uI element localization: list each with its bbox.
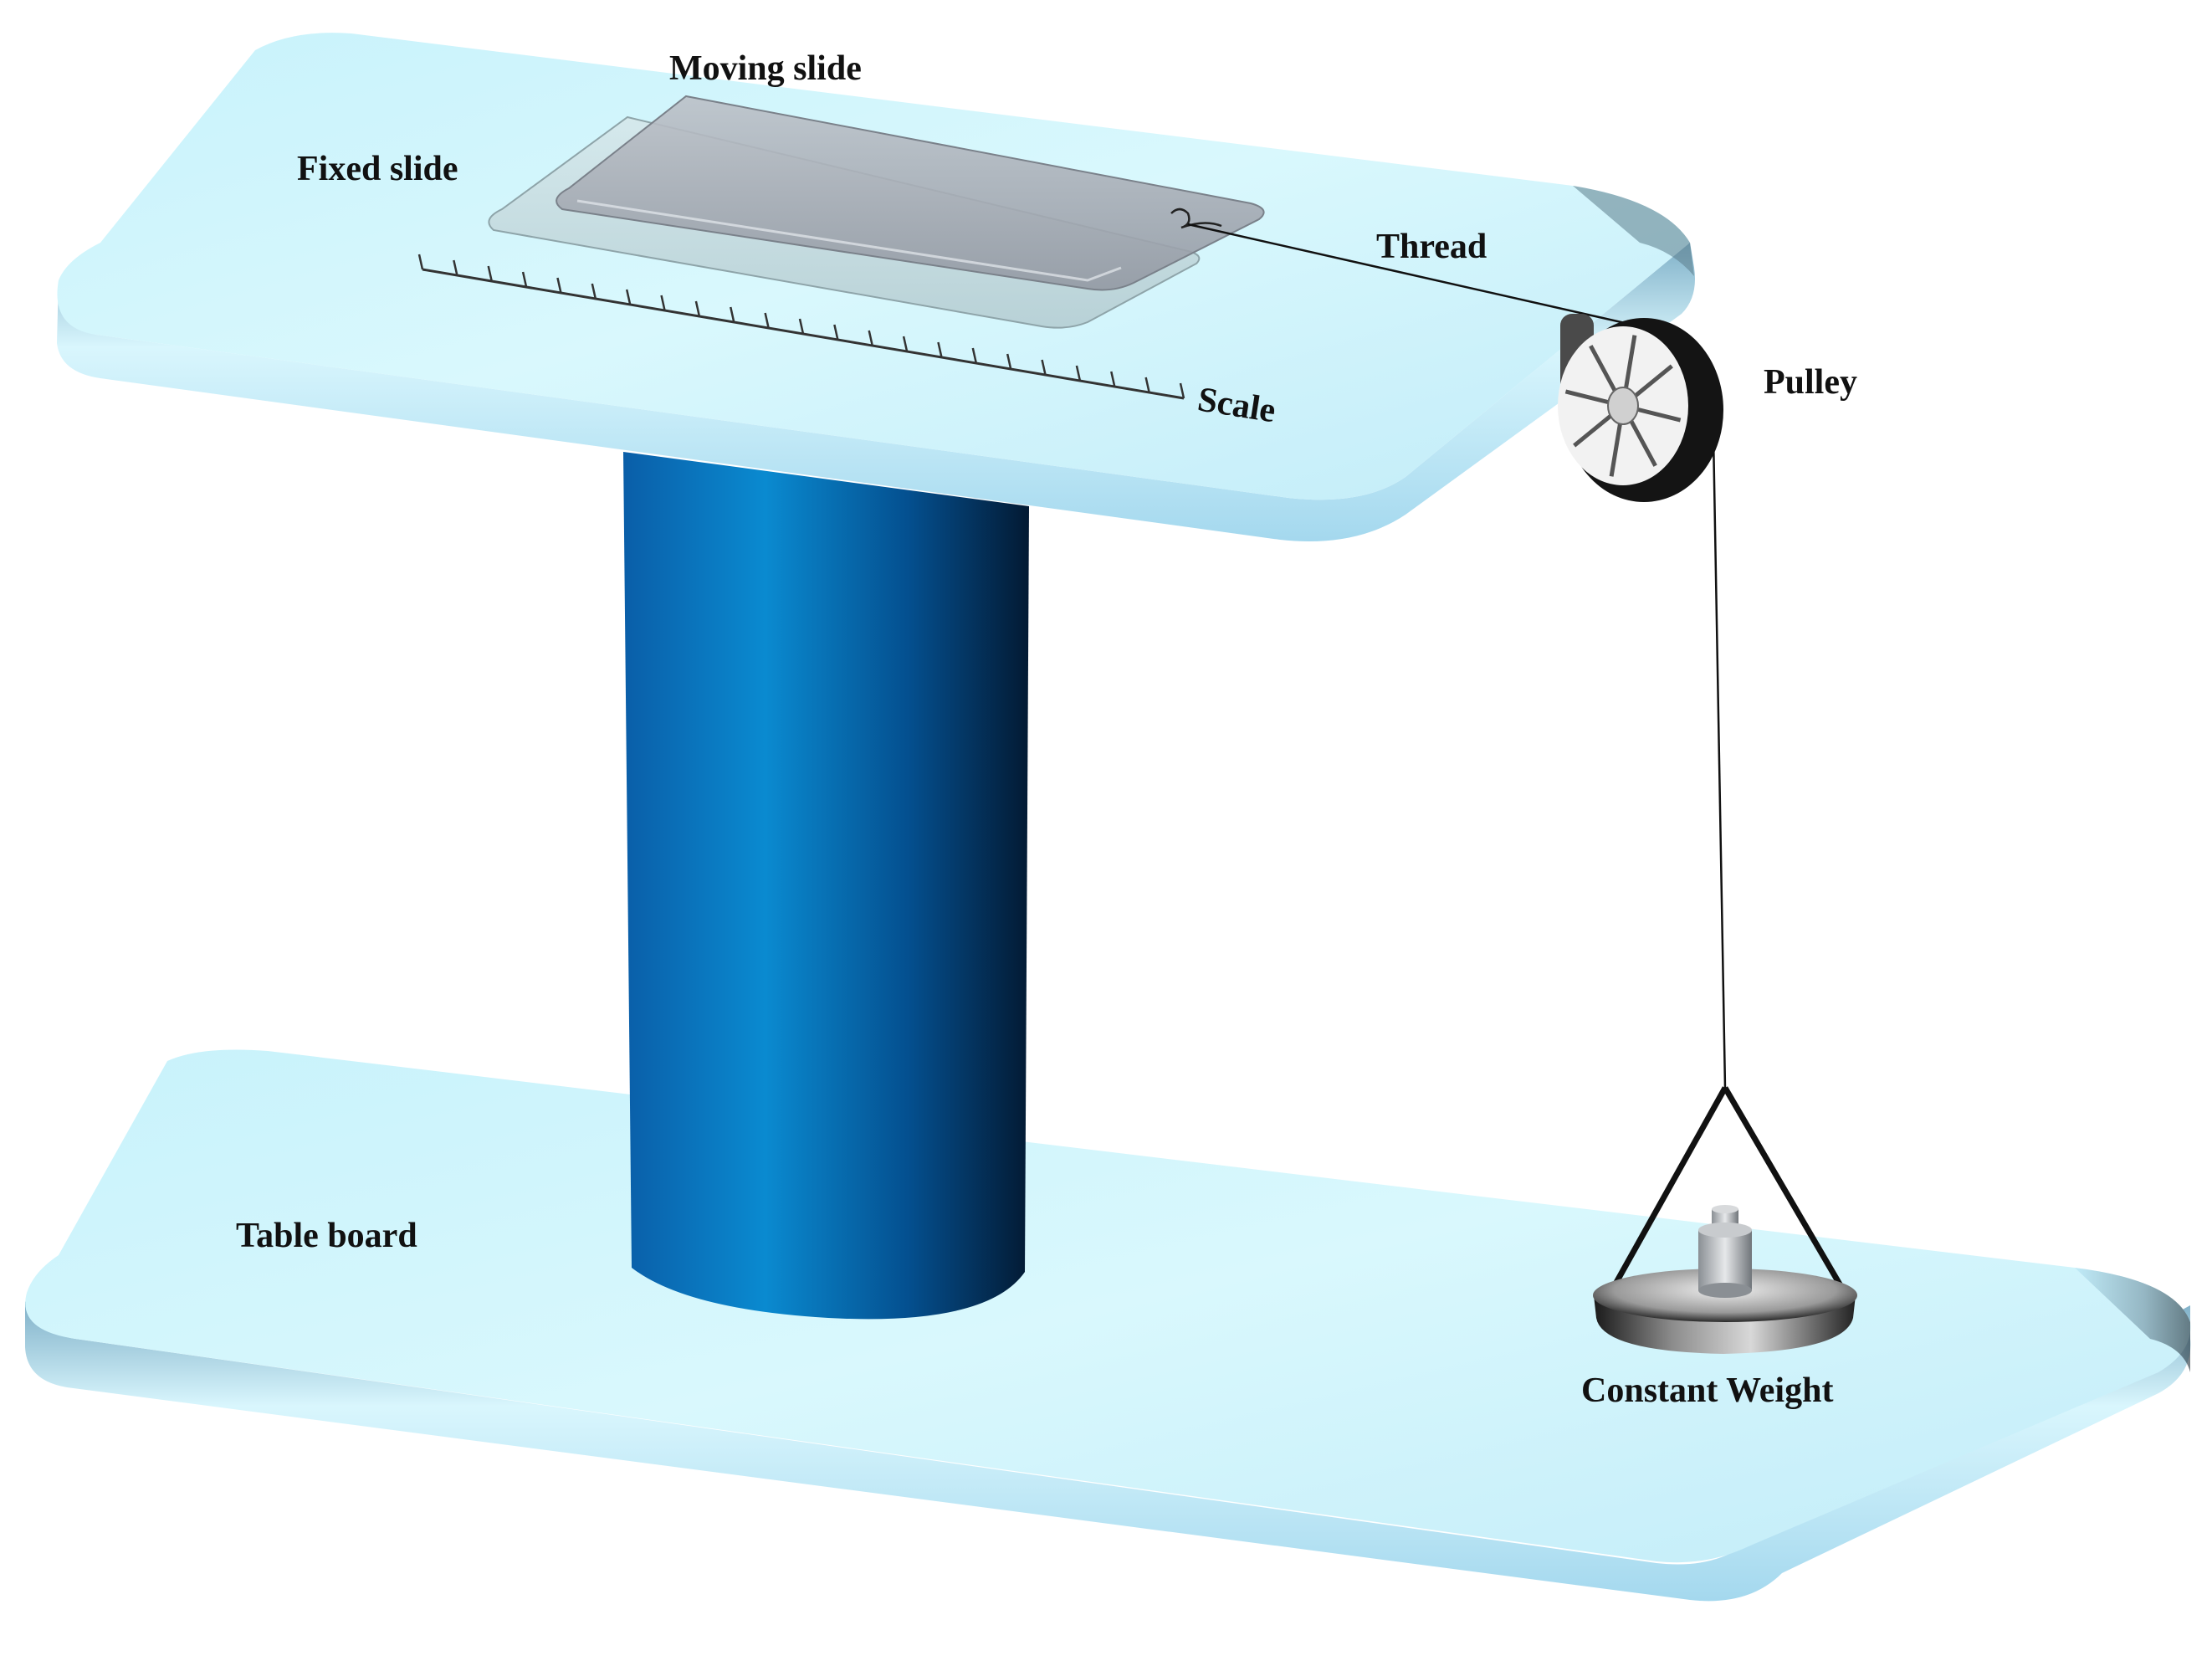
scale-tick: [453, 259, 458, 276]
scale-tick: [833, 324, 839, 341]
scale-tick: [660, 295, 666, 311]
scale-ticks: [417, 254, 1185, 399]
scale-tick: [1075, 365, 1082, 382]
scale-tick: [730, 306, 735, 323]
scale-tick: [556, 277, 562, 294]
support-column-body: [623, 452, 1029, 1320]
moving-slide-glass: [556, 95, 1265, 291]
scale-tick: [902, 336, 909, 352]
label-pulley: Pulley: [1764, 363, 1857, 402]
scale-tick: [1110, 371, 1116, 387]
thread-horizontal: [1187, 223, 1641, 328]
thread-hook: [1170, 208, 1222, 229]
scale-tick: [868, 330, 873, 346]
label-thread: Thread: [1376, 228, 1487, 266]
scale-tick: [798, 318, 805, 335]
scale-tick: [625, 289, 632, 305]
weight-cylinder-top: [1698, 1223, 1752, 1238]
label-constant-weight: Constant Weight: [1581, 1371, 1833, 1410]
scale-tick: [417, 254, 424, 270]
scale: [417, 254, 1185, 400]
table-board-corner-shade: [2075, 1268, 2190, 1372]
scale-tick: [1144, 377, 1150, 393]
scale-tick: [1006, 353, 1012, 370]
scale-tick: [591, 283, 597, 300]
top-platform-corner-shade: [1573, 186, 1694, 276]
thread-vertical: [1712, 434, 1727, 1089]
scale-tick: [487, 265, 493, 282]
moving-slide: [556, 95, 1265, 291]
pulley: [1558, 314, 1723, 502]
support-column: [623, 452, 1029, 1320]
pulley-hub: [1607, 387, 1639, 425]
weight-knob-top: [1712, 1205, 1738, 1213]
weight-hanger: [1607, 1086, 1848, 1294]
label-fixed-slide: Fixed slide: [297, 150, 458, 188]
table-board-top: [25, 1049, 2191, 1563]
moving-slide-highlight: [576, 199, 1122, 282]
label-moving-slide: Moving slide: [669, 49, 862, 88]
constant-weight: [1593, 1086, 1857, 1354]
scale-tick: [694, 300, 701, 317]
scale-tick: [971, 347, 978, 364]
scale-tick: [521, 271, 528, 288]
scale-tick: [1179, 382, 1185, 399]
table-board: [25, 1049, 2191, 1602]
weight-cylinder-base: [1698, 1283, 1752, 1298]
thread: [1187, 223, 1727, 1089]
label-table-board: Table board: [236, 1217, 417, 1255]
scale-tick: [1041, 359, 1047, 376]
scale-tick: [937, 341, 943, 358]
scale-tick: [764, 312, 770, 329]
top-platform-edge: [57, 243, 1695, 541]
weight-cylinder-body: [1698, 1230, 1752, 1290]
